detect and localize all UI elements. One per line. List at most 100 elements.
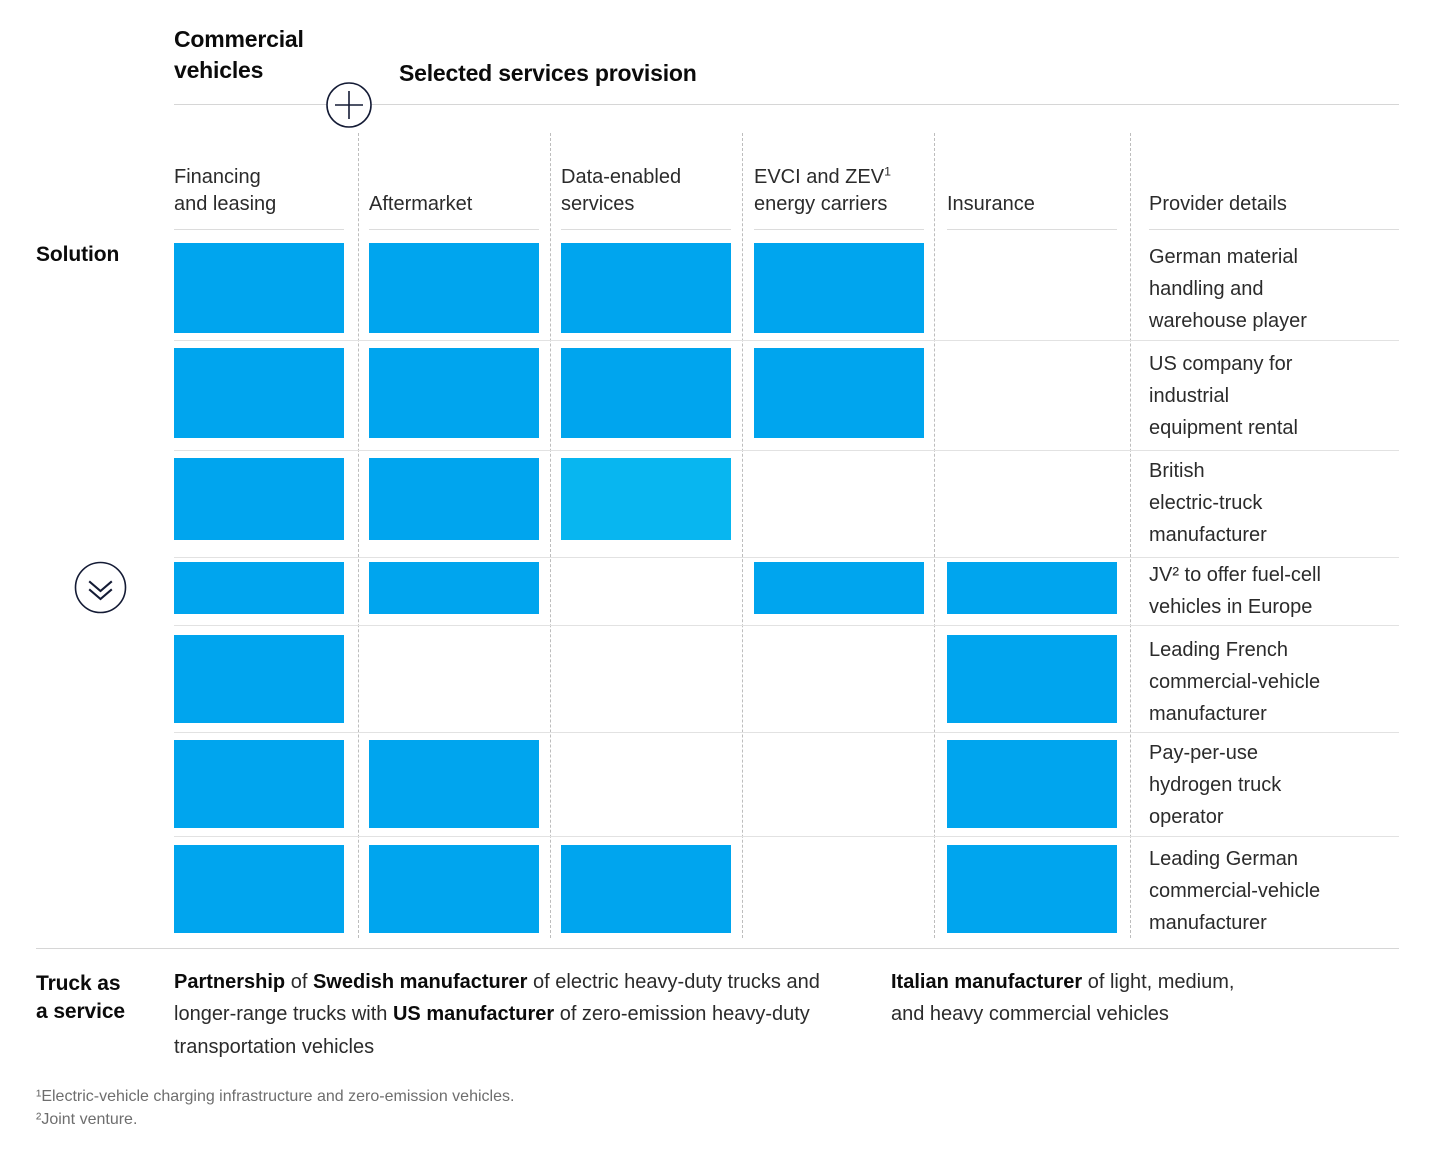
column-header-provider-line1: Provider details <box>1149 193 1287 216</box>
matrix-cell-r5-insurance[interactable] <box>947 635 1117 723</box>
column-header-aftermarket: Aftermarket <box>369 160 539 230</box>
taas-a-mid1: of <box>285 971 313 993</box>
provider-2-line3: equipment rental <box>1149 417 1298 439</box>
page-title-commercial-vehicles: Commercial vehicles <box>174 24 344 85</box>
column-header-aftermarket-line1: Aftermarket <box>369 193 473 216</box>
matrix-cell-r3-financing[interactable] <box>174 458 344 540</box>
matrix-cell-r7-financing[interactable] <box>174 845 344 933</box>
column-separator-5 <box>1130 133 1131 938</box>
taas-label-line2: a service <box>36 999 126 1023</box>
provider-7-line3: manufacturer <box>1149 912 1267 934</box>
column-header-evci-zev: EVCI and ZEV1 energy carriers <box>754 160 934 230</box>
taas-a-mid3: of zero-emission heavy-duty transportati… <box>174 1003 810 1058</box>
footnote-1: ¹Electric-vehicle charging infrastructur… <box>36 1088 515 1105</box>
matrix-cell-r6-financing[interactable] <box>174 740 344 828</box>
header-area: Commercial vehicles Selected services pr… <box>0 0 1456 128</box>
column-separator-3 <box>742 133 743 938</box>
footnote-marker-1: 1 <box>884 164 891 179</box>
column-header-financing: Financing and leasing <box>174 160 344 230</box>
provider-1-line3: warehouse player <box>1149 310 1307 332</box>
matrix-cell-r7-data[interactable] <box>561 845 731 933</box>
provider-5-line1: Leading French <box>1149 639 1288 661</box>
matrix-cell-r2-data[interactable] <box>561 348 731 438</box>
row-separator-6 <box>174 836 1399 837</box>
provider-details-row-1: German material handling and warehouse p… <box>1149 241 1394 337</box>
column-separator-1 <box>358 133 359 938</box>
matrix-cell-r1-evci[interactable] <box>754 243 924 333</box>
taas-a-bold3: US manufacturer <box>392 1003 555 1026</box>
provider-details-row-5: Leading French commercial-vehicle manufa… <box>1149 634 1394 730</box>
provider-2-line1: US company for <box>1149 353 1293 375</box>
taas-label-line1: Truck as <box>36 972 121 995</box>
double-chevron-down-icon[interactable] <box>73 560 128 615</box>
page-title-line1: Commercial <box>174 26 304 52</box>
matrix-cell-r7-aftermarket[interactable] <box>369 845 539 933</box>
column-header-evci-line2: energy carriers <box>754 193 888 216</box>
matrix-cell-r1-financing[interactable] <box>174 243 344 333</box>
truck-as-a-service-divider <box>36 948 1399 949</box>
footnotes: ¹Electric-vehicle charging infrastructur… <box>36 1085 514 1131</box>
provider-3-line3: manufacturer <box>1149 524 1267 546</box>
column-header-financing-line2: and leasing <box>174 193 277 216</box>
provider-6-line3: operator <box>1149 806 1224 828</box>
header-divider <box>174 104 1399 105</box>
provider-5-line2: commercial-vehicle <box>1149 671 1321 693</box>
provider-2-line2: industrial <box>1149 385 1230 407</box>
column-header-evci-line1: EVCI and ZEV <box>754 166 885 189</box>
provider-6-line2: hydrogen truck <box>1149 774 1282 796</box>
taas-a-bold1: Partnership <box>174 971 286 993</box>
matrix-cell-r4-evci[interactable] <box>754 562 924 614</box>
column-separator-4 <box>934 133 935 938</box>
axis-label-solution: Solution <box>36 243 120 266</box>
provider-4-line1: JV² to offer fuel-cell <box>1149 564 1321 586</box>
column-header-data-enabled-services: Data-enabled services <box>561 160 736 230</box>
matrix-cell-r1-data[interactable] <box>561 243 731 333</box>
matrix-cell-r4-financing[interactable] <box>174 562 344 614</box>
provider-details-row-4: JV² to offer fuel-cell vehicles in Europ… <box>1149 559 1394 623</box>
matrix-cell-r2-evci[interactable] <box>754 348 924 438</box>
provider-7-line1: Leading German <box>1149 848 1298 870</box>
row-separator-5 <box>174 732 1399 733</box>
matrix-cell-r2-financing[interactable] <box>174 348 344 438</box>
provider-6-line1: Pay-per-use <box>1149 742 1258 764</box>
column-header-data-line1: Data-enabled <box>561 166 682 189</box>
column-header-data-line2: services <box>561 193 635 216</box>
column-header-financing-line1: Financing <box>174 166 261 189</box>
page-title-line2: vehicles <box>174 56 264 83</box>
footnote-2: ²Joint venture. <box>36 1111 138 1129</box>
taas-a-mid2: of electric heavy-duty trucks and longer… <box>174 971 820 1026</box>
provider-7-line2: commercial-vehicle <box>1149 880 1321 902</box>
matrix-cell-r3-aftermarket[interactable] <box>369 458 539 540</box>
column-header-insurance: Insurance <box>947 160 1122 230</box>
matrix-cell-r5-financing[interactable] <box>174 635 344 723</box>
matrix-cell-r4-insurance[interactable] <box>947 562 1117 614</box>
provider-details-row-6: Pay-per-use hydrogen truck operator <box>1149 737 1394 833</box>
provider-3-line1: British <box>1149 460 1205 482</box>
provider-3-line2: electric-truck <box>1149 492 1263 514</box>
provider-1-line2: handling and <box>1149 278 1264 300</box>
matrix-cell-r1-aftermarket[interactable] <box>369 243 539 333</box>
provider-5-line3: manufacturer <box>1149 703 1267 725</box>
provider-details-row-2: US company for industrial equipment rent… <box>1149 348 1394 444</box>
plus-circle-icon <box>325 81 373 129</box>
taas-b-mid1: of light, medium, and heavy commercial v… <box>891 971 1235 1026</box>
row-separator-1 <box>174 340 1399 341</box>
truck-as-a-service-entry-a: Partnership of Swedish manufacturer of e… <box>174 966 874 1063</box>
matrix-cell-r3-data[interactable] <box>561 458 731 540</box>
matrix-cell-r6-aftermarket[interactable] <box>369 740 539 828</box>
provider-1-line1: German material <box>1149 246 1298 268</box>
truck-as-a-service-entry-b: Italian manufacturer of light, medium, a… <box>891 966 1241 1031</box>
matrix-cell-r2-aftermarket[interactable] <box>369 348 539 438</box>
matrix-cell-r7-insurance[interactable] <box>947 845 1117 933</box>
taas-a-bold2: Swedish manufacturer <box>312 971 528 993</box>
provider-details-row-7: Leading German commercial-vehicle manufa… <box>1149 843 1394 939</box>
taas-b-bold1: Italian manufacturer <box>891 971 1083 993</box>
provider-details-row-3: British electric-truck manufacturer <box>1149 455 1394 551</box>
row-separator-4 <box>174 625 1399 626</box>
page-title-selected-services: Selected services provision <box>399 60 697 86</box>
matrix-cell-r4-aftermarket[interactable] <box>369 562 539 614</box>
matrix-cell-r6-insurance[interactable] <box>947 740 1117 828</box>
column-header-insurance-line1: Insurance <box>947 193 1035 216</box>
column-separator-2 <box>550 133 551 938</box>
